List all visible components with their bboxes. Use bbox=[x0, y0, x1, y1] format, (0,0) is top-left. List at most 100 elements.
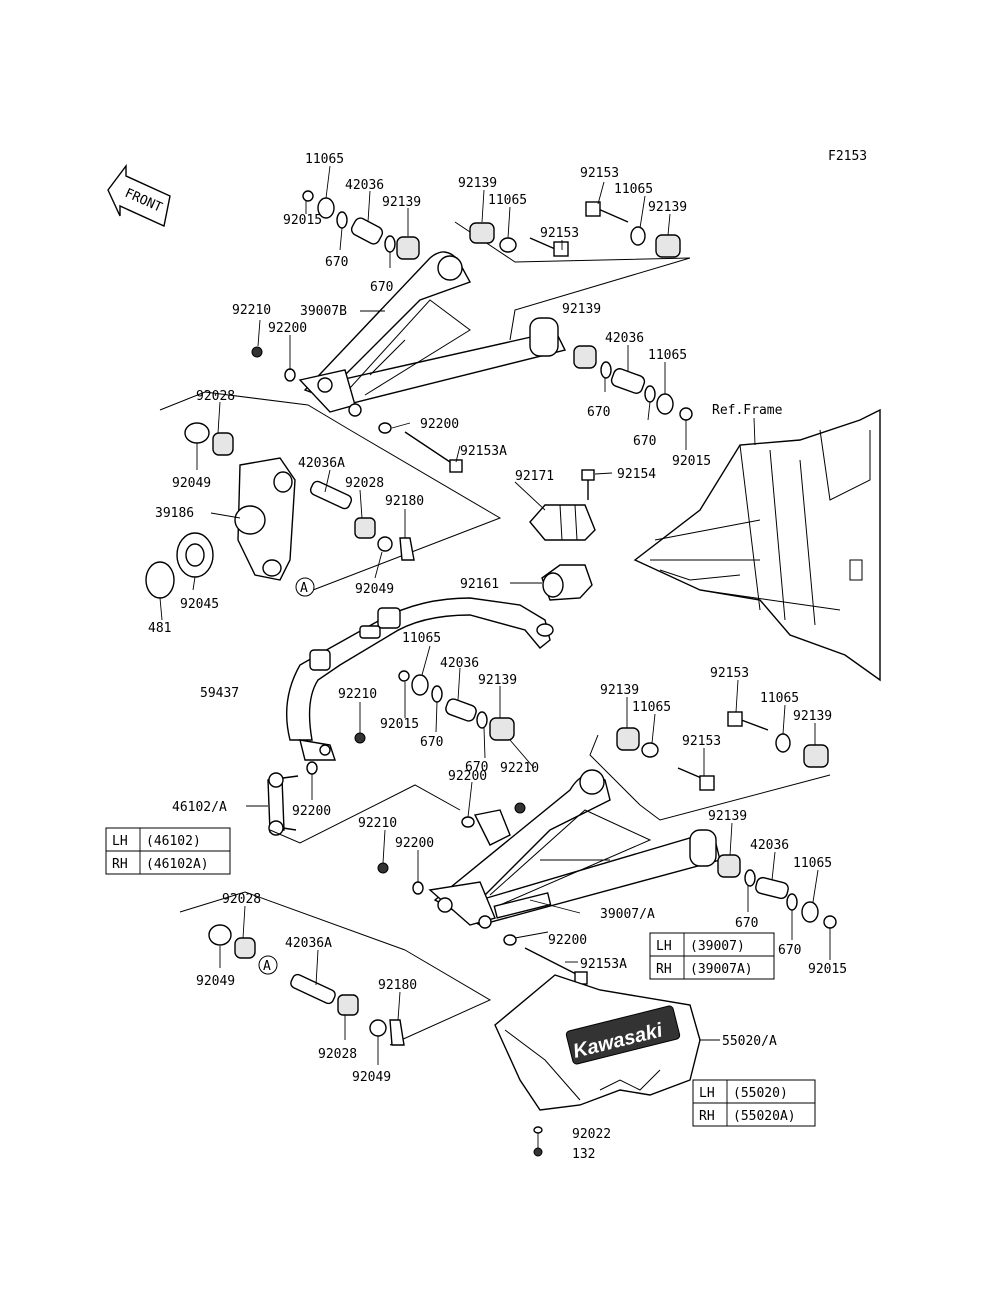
label-92028: 92028 bbox=[318, 1047, 357, 1062]
label-92049: 92049 bbox=[172, 476, 211, 491]
label-92200: 92200 bbox=[292, 804, 331, 819]
label-92200: 92200 bbox=[448, 769, 487, 784]
label-92154: 92154 bbox=[617, 467, 656, 482]
label-11065: 11065 bbox=[760, 691, 799, 706]
label-92139: 92139 bbox=[648, 200, 687, 215]
label-92015: 92015 bbox=[672, 454, 711, 469]
label-42036a: 42036A bbox=[285, 936, 332, 951]
label-92015: 92015 bbox=[808, 962, 847, 977]
upper-a-arm-drawing bbox=[159, 190, 693, 596]
part-labels: 11065 42036 92139 92015 670 670 92139 11… bbox=[148, 152, 847, 1162]
table-side-lh: LH bbox=[656, 939, 672, 954]
label-92171: 92171 bbox=[515, 469, 554, 484]
label-92139: 92139 bbox=[562, 302, 601, 317]
label-670: 670 bbox=[778, 943, 801, 958]
label-92180: 92180 bbox=[378, 978, 417, 993]
label-55020-a: 55020/A bbox=[722, 1034, 777, 1049]
label-92022: 92022 bbox=[572, 1127, 611, 1142]
arm-side-table: LH (39007) RH (39007A) bbox=[649, 932, 775, 980]
label-670: 670 bbox=[587, 405, 610, 420]
label-92028: 92028 bbox=[196, 389, 235, 404]
label-92139: 92139 bbox=[458, 176, 497, 191]
table-part-lh: (46102) bbox=[146, 834, 201, 849]
label-92028: 92028 bbox=[222, 892, 261, 907]
label-92200: 92200 bbox=[268, 321, 307, 336]
label-92139: 92139 bbox=[708, 809, 747, 824]
label-42036: 42036 bbox=[440, 656, 479, 671]
skid-guard-drawing: Kawasaki bbox=[494, 974, 701, 1157]
table-side-rh: RH bbox=[112, 857, 128, 872]
label-92153a: 92153A bbox=[460, 444, 507, 459]
circle-ref-a-1: A bbox=[300, 581, 308, 596]
label-92153: 92153 bbox=[580, 166, 619, 181]
label-42036: 42036 bbox=[750, 838, 789, 853]
table-side-lh: LH bbox=[699, 1086, 715, 1101]
label-92139: 92139 bbox=[600, 683, 639, 698]
label-92015: 92015 bbox=[380, 717, 419, 732]
label-670: 670 bbox=[735, 916, 758, 931]
label-132: 132 bbox=[572, 1147, 595, 1162]
label-11065: 11065 bbox=[648, 348, 687, 363]
label-59437: 59437 bbox=[200, 686, 239, 701]
label-92200: 92200 bbox=[395, 836, 434, 851]
table-part-lh: (39007) bbox=[690, 939, 745, 954]
label-92210: 92210 bbox=[338, 687, 377, 702]
label-92153a: 92153A bbox=[580, 957, 627, 972]
label-92028: 92028 bbox=[345, 476, 384, 491]
label-46102-a: 46102/A bbox=[172, 800, 227, 815]
label-39186: 39186 bbox=[155, 506, 194, 521]
table-part-lh: (55020) bbox=[733, 1086, 788, 1101]
label-670: 670 bbox=[633, 434, 656, 449]
label-92210: 92210 bbox=[232, 303, 271, 318]
label-11065: 11065 bbox=[632, 700, 671, 715]
label-481: 481 bbox=[148, 621, 171, 636]
knuckle-drawing: A bbox=[145, 422, 415, 599]
figure-code: F2153 bbox=[828, 149, 867, 164]
label-92049: 92049 bbox=[352, 1070, 391, 1085]
label-39007-a: 39007/A bbox=[600, 907, 655, 922]
label-92045: 92045 bbox=[180, 597, 219, 612]
label-92161: 92161 bbox=[460, 577, 499, 592]
label-92210: 92210 bbox=[500, 761, 539, 776]
guard-side-table: LH (55020) RH (55020A) bbox=[692, 1079, 816, 1127]
label-92153: 92153 bbox=[540, 226, 579, 241]
label-92049: 92049 bbox=[196, 974, 235, 989]
stabilizer-bracket-drawing bbox=[529, 469, 596, 601]
label-11065: 11065 bbox=[488, 193, 527, 208]
table-side-lh: LH bbox=[112, 834, 128, 849]
label-11065: 11065 bbox=[614, 182, 653, 197]
label-92200: 92200 bbox=[548, 933, 587, 948]
label-11065: 11065 bbox=[305, 152, 344, 167]
label-92139: 92139 bbox=[478, 673, 517, 688]
label-ref-frame: Ref.Frame bbox=[712, 403, 783, 418]
lower-a-arm-drawing: A bbox=[179, 670, 837, 1046]
label-92139: 92139 bbox=[793, 709, 832, 724]
label-92139: 92139 bbox=[382, 195, 421, 210]
table-part-rh: (39007A) bbox=[690, 962, 753, 977]
label-39007b: 39007B bbox=[300, 304, 347, 319]
table-part-rh: (55020A) bbox=[733, 1109, 796, 1124]
frame-reference-drawing bbox=[633, 408, 881, 682]
tie-rod-side-table: LH (46102) RH (46102A) bbox=[105, 827, 231, 875]
label-670: 670 bbox=[370, 280, 393, 295]
label-92200: 92200 bbox=[420, 417, 459, 432]
label-92015: 92015 bbox=[283, 213, 322, 228]
table-part-rh: (46102A) bbox=[146, 857, 209, 872]
label-42036: 42036 bbox=[345, 178, 384, 193]
label-670: 670 bbox=[325, 255, 348, 270]
label-42036: 42036 bbox=[605, 331, 644, 346]
label-11065: 11065 bbox=[793, 856, 832, 871]
label-670: 670 bbox=[420, 735, 443, 750]
label-11065: 11065 bbox=[402, 631, 441, 646]
table-side-rh: RH bbox=[656, 962, 672, 977]
table-side-rh: RH bbox=[699, 1109, 715, 1124]
label-670: 670 bbox=[465, 760, 488, 775]
label-42036a: 42036A bbox=[298, 456, 345, 471]
label-92210: 92210 bbox=[358, 816, 397, 831]
label-92153: 92153 bbox=[682, 734, 721, 749]
circle-ref-a-2: A bbox=[263, 959, 271, 974]
front-arrow-icon: FRONT bbox=[107, 163, 171, 228]
label-92180: 92180 bbox=[385, 494, 424, 509]
label-92153: 92153 bbox=[710, 666, 749, 681]
